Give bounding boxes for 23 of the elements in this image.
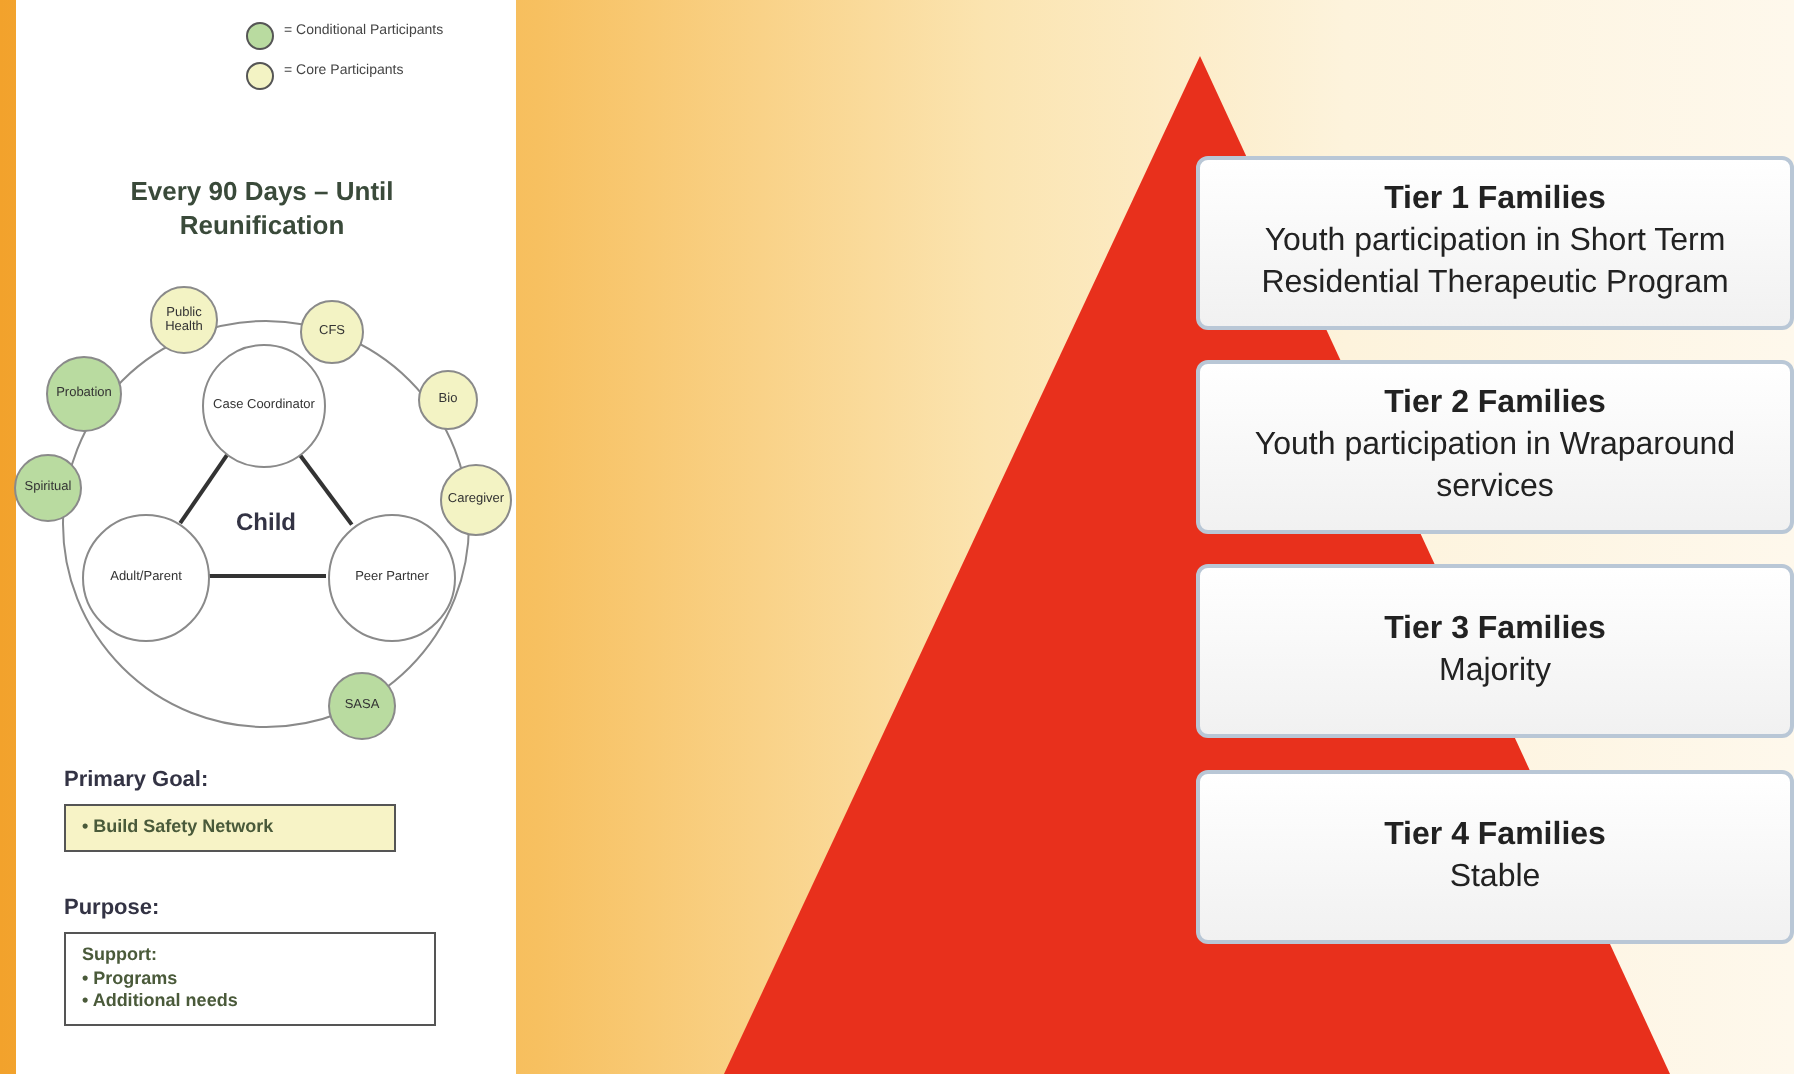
- box-text: • Programs: [82, 967, 180, 991]
- box-text: Support:: [82, 944, 159, 968]
- tier-heading: Tier 4 Families: [1384, 815, 1606, 856]
- section-heading: Primary Goal:: [64, 768, 211, 792]
- box-text: • Additional needs: [82, 990, 240, 1015]
- tier-box: [1196, 770, 1794, 944]
- tier-heading: Tier 2 Families: [1384, 384, 1606, 425]
- box-text: • Build Safety Network: [82, 816, 276, 840]
- tier-description: Youth participation in Short Term Residential Therapeutic Program: [1259, 222, 1731, 304]
- tier-description: Stable: [1449, 857, 1541, 897]
- tier-box: [1196, 156, 1794, 330]
- tier-box: [1196, 564, 1794, 738]
- tier-description: Majority: [1438, 651, 1551, 691]
- section-heading: Purpose:: [64, 896, 162, 920]
- panel-title: Every 90 Days – Until Reunification: [128, 176, 396, 244]
- group-label: Child: [236, 510, 296, 538]
- connector-line: [297, 452, 354, 526]
- connector-line: [178, 454, 229, 525]
- tier-box: [1196, 360, 1794, 534]
- connector-line: [208, 574, 326, 578]
- tier-heading: Tier 1 Families: [1384, 180, 1606, 221]
- tier-description: Youth participation in Wraparound services: [1252, 426, 1738, 508]
- tier-heading: Tier 3 Families: [1384, 609, 1606, 650]
